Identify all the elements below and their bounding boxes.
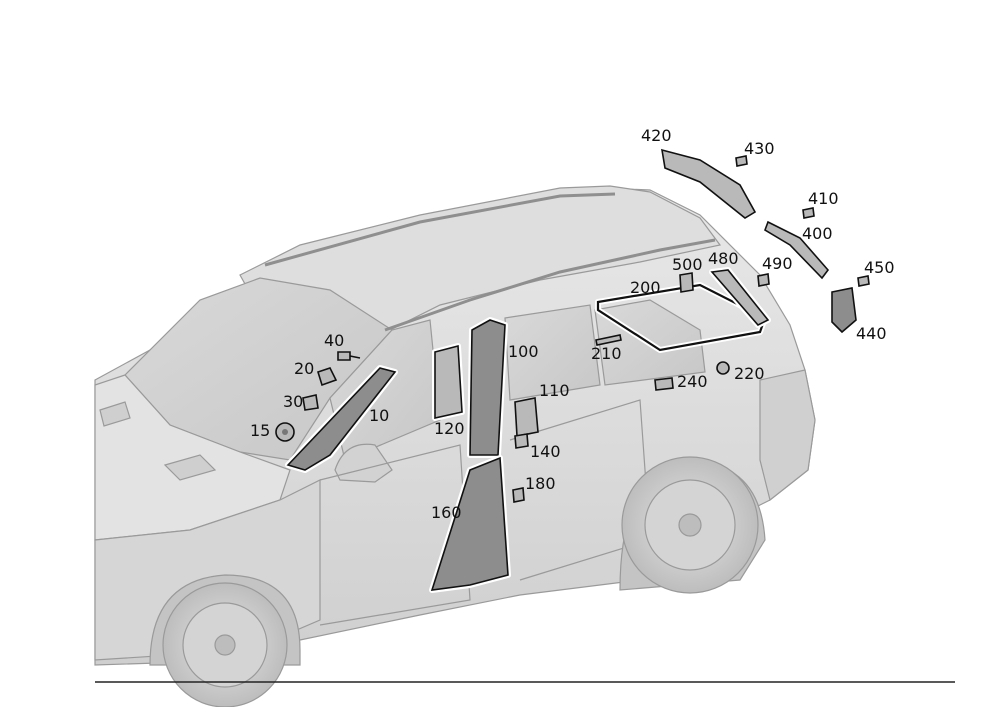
hood-vent [99, 401, 131, 427]
parts [275, 147, 870, 593]
belt-adjuster [434, 344, 463, 419]
callout-120: 120 [434, 419, 465, 438]
callout-110: 110 [539, 381, 570, 400]
callout-480: 480 [708, 249, 739, 268]
front-hub [214, 634, 236, 656]
callout-420: 420 [641, 126, 672, 145]
callout-400: 400 [802, 224, 833, 243]
clip-15-center [282, 429, 288, 435]
screw-450 [857, 275, 870, 287]
callout-labels: 10 15 20 30 40 100 110 120 140 160 180 2… [250, 126, 895, 522]
screw-410 [802, 207, 815, 219]
roof-trim-420 [661, 148, 757, 219]
callout-450: 450 [864, 258, 895, 277]
b-pillar-lower-trim [430, 456, 509, 591]
rear-door-window [504, 304, 601, 401]
clip-220 [716, 361, 730, 375]
rear-side-trim-frame [596, 283, 767, 352]
clip-20 [317, 367, 338, 387]
callout-220: 220 [734, 364, 765, 383]
callout-20: 20 [294, 359, 314, 378]
hood-vent [163, 454, 217, 481]
vehicle-body [94, 185, 816, 707]
connector-240 [654, 377, 674, 391]
callout-40: 40 [324, 331, 344, 350]
strip-210 [595, 334, 622, 346]
clip-500 [679, 272, 694, 293]
d-pillar-trim-480 [710, 269, 770, 326]
callout-490: 490 [762, 254, 793, 273]
clip-30 [302, 394, 319, 411]
callout-10: 10 [369, 406, 389, 425]
callout-430: 430 [744, 139, 775, 158]
callout-210: 210 [591, 344, 622, 363]
callout-440: 440 [856, 324, 887, 343]
callout-140: 140 [530, 442, 561, 461]
callout-160: 160 [431, 503, 462, 522]
clip-140 [514, 433, 529, 449]
callout-410: 410 [808, 189, 839, 208]
roof-trim-400 [764, 220, 830, 280]
cover-440 [831, 287, 857, 334]
callout-180: 180 [525, 474, 556, 493]
callout-15: 15 [250, 421, 270, 440]
callout-200: 200 [630, 278, 661, 297]
rear-door [509, 399, 651, 581]
roof-rail [384, 238, 716, 332]
clip-180 [512, 487, 525, 503]
rear-hub [678, 513, 702, 537]
callout-30: 30 [283, 392, 303, 411]
rear-bumper [759, 369, 816, 502]
clip-490 [757, 273, 770, 287]
roof-rail [264, 192, 616, 267]
screw-430 [735, 155, 748, 167]
callout-500: 500 [672, 255, 703, 274]
a-pillar-trim [286, 367, 397, 471]
module-110 [514, 397, 539, 437]
callout-240: 240 [677, 372, 708, 391]
b-pillar-upper-trim [469, 319, 506, 456]
screw-40-shaft [349, 355, 361, 359]
screw-40 [337, 351, 351, 361]
callout-100: 100 [508, 342, 539, 361]
